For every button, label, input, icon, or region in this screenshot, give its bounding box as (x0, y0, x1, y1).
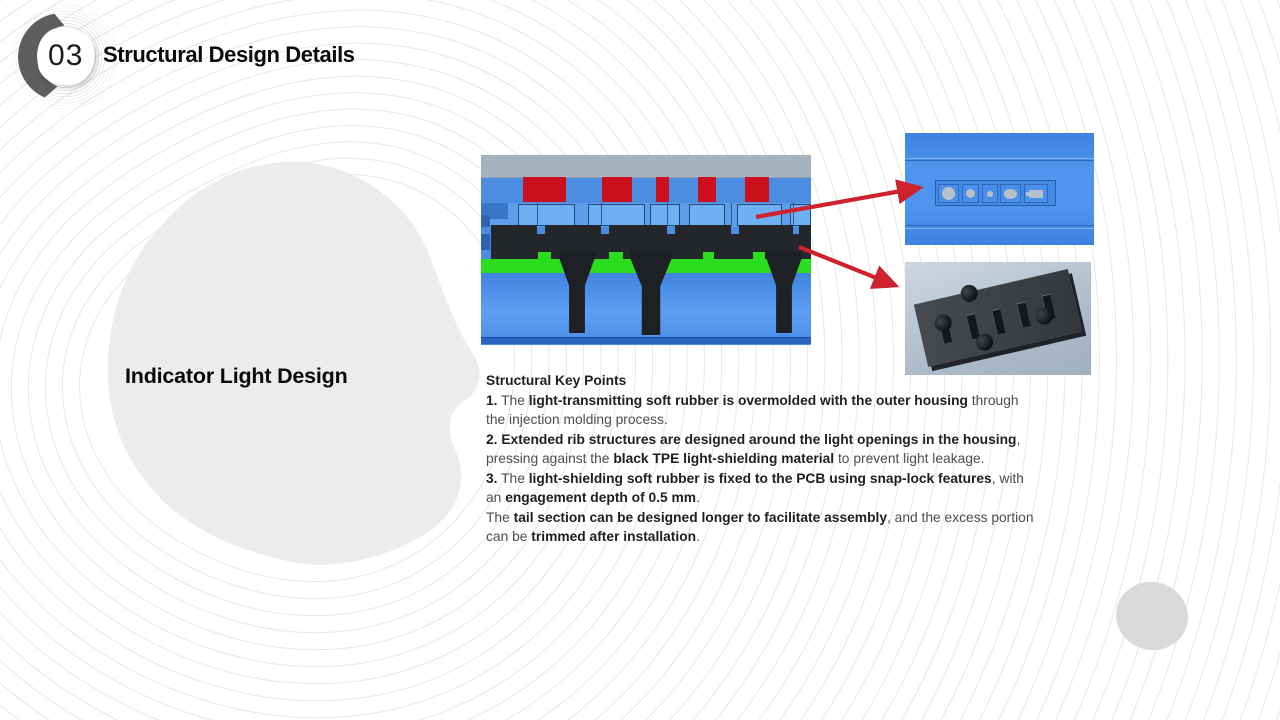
snap-peg (959, 283, 980, 304)
housing-rib (481, 215, 490, 227)
rubber-tooth (609, 225, 667, 235)
contour-line (0, 0, 705, 720)
round-light-icon (987, 190, 993, 197)
indicator-window (938, 184, 959, 203)
rubber-tooth (675, 225, 731, 235)
contour-line (0, 92, 602, 668)
contour-line (0, 0, 723, 720)
housing-rib (481, 234, 490, 250)
section-blob (107, 161, 480, 565)
contour-line (0, 59, 637, 702)
battery-light-icon (1026, 189, 1043, 198)
light-opening (518, 204, 575, 226)
rail-line (905, 228, 1094, 229)
key-point-line: 1. The light-transmitting soft rubber is… (486, 392, 1019, 408)
parting-line (793, 203, 794, 226)
rubber-plate (913, 269, 1083, 367)
rubber-tooth (491, 225, 537, 235)
led-block (656, 177, 669, 202)
contour-line (27, 124, 567, 634)
round-light-icon (942, 187, 955, 200)
rail-line (905, 158, 1094, 159)
rail-line (905, 225, 1094, 226)
spiral-dark-crescent (18, 13, 65, 98)
indicator-window (1024, 184, 1048, 203)
round-light-icon (966, 189, 975, 198)
contour-line (0, 9, 688, 720)
indicator-window (962, 184, 979, 203)
key-point-line: the injection molding process. (486, 412, 668, 427)
spiral-ring (12, 4, 118, 110)
spiral-ring (15, 7, 115, 107)
slide-number: 03 (48, 39, 84, 72)
contour-line (0, 26, 671, 720)
indicator-window (1000, 184, 1021, 203)
key-points: Structural Key Points 1. The light-trans… (486, 371, 1106, 547)
light-opening (588, 204, 645, 226)
led-block (602, 177, 632, 202)
page-title: Structural Design Details (103, 42, 355, 67)
parting-line (667, 203, 668, 226)
contour-line (0, 42, 654, 719)
key-point-line: an engagement depth of 0.5 mm. (486, 490, 700, 505)
pcb-tab (703, 252, 714, 259)
key-point-line: pressing against the black TPE light-shi… (486, 451, 985, 466)
led-block (523, 177, 566, 202)
rubber-tooth (739, 225, 793, 235)
light-slot (991, 308, 1006, 335)
key-point-line: 2. Extended rib structures are designed … (486, 431, 1021, 447)
snap-peg (933, 312, 954, 334)
rubber-tooth (545, 225, 601, 235)
corner-blob (1116, 581, 1188, 651)
led-block (745, 177, 769, 202)
pcb-tab (609, 252, 623, 259)
key-point-line: can be trimmed after installation. (486, 529, 700, 544)
parting-line (601, 203, 602, 226)
contour-line (44, 141, 550, 617)
contour-line (79, 173, 515, 583)
light-opening (650, 204, 680, 226)
light-slot (1016, 301, 1031, 328)
light-opening (689, 204, 725, 226)
light-opening (737, 204, 782, 226)
key-points-list: 1. The light-transmitting soft rubber is… (486, 391, 1106, 547)
key-point-line: 3. The light-shielding soft rubber is fi… (486, 470, 1024, 486)
lower-housing-edge (481, 337, 811, 344)
drop-light-icon (1004, 188, 1017, 199)
housing-top-band (481, 155, 811, 178)
section-title: Indicator Light Design (125, 364, 348, 388)
contour-line (0, 75, 619, 685)
led-block (698, 177, 716, 202)
contour-line (10, 108, 585, 651)
cross-section-render (481, 155, 811, 345)
parting-line (731, 203, 732, 226)
parting-line (537, 203, 538, 226)
shielding-rubber-render (905, 262, 1091, 375)
pcb-tab (538, 252, 551, 259)
rubber-tooth (799, 225, 811, 235)
rail-line (905, 160, 1094, 161)
key-points-heading: Structural Key Points (486, 373, 627, 388)
indicator-window (982, 184, 998, 203)
contour-line (62, 157, 533, 600)
key-point-line: The tail section can be designed longer … (486, 509, 1034, 525)
pcb-tab (753, 252, 765, 259)
housing-exterior-render (905, 133, 1094, 245)
